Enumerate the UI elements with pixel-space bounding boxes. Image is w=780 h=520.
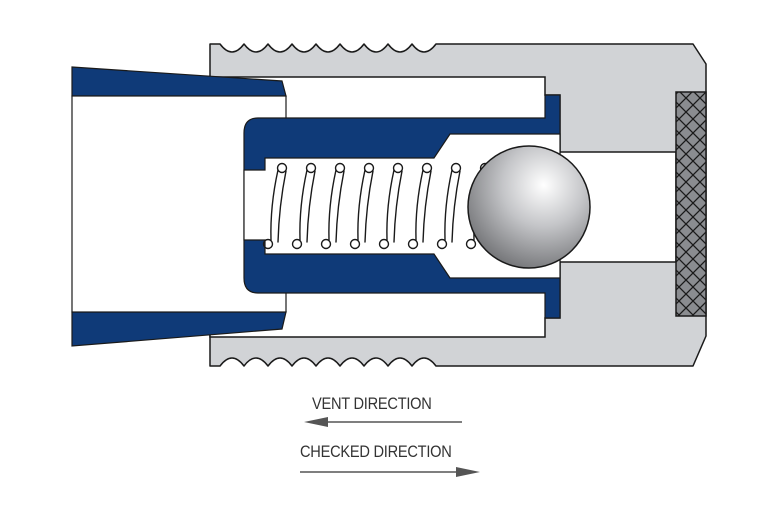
spring-coil-end — [291, 238, 303, 250]
spring-coil — [357, 169, 374, 243]
spring-coil-end — [378, 238, 390, 250]
arrow-right-icon — [300, 467, 480, 477]
spring-coil — [415, 169, 432, 243]
vent-direction-label: VENT DIRECTION — [312, 394, 432, 413]
spring-coil — [444, 169, 461, 243]
spring-coil-end — [392, 162, 404, 174]
spring-coil — [328, 169, 345, 243]
spring-coil-end — [363, 162, 375, 174]
spring-coil-end — [305, 162, 317, 174]
check-ball — [467, 145, 591, 269]
spring-coil-end — [436, 238, 448, 250]
spring-coil-end — [334, 162, 346, 174]
spring-coil-end — [421, 162, 433, 174]
arrow-left-icon — [304, 417, 462, 427]
spring-coil-end — [276, 162, 288, 174]
spring-coil — [386, 169, 403, 243]
filter-disc — [675, 91, 707, 317]
spring-coil-end — [262, 238, 274, 250]
spring-coil — [299, 169, 316, 243]
checked-direction-label: CHECKED DIRECTION — [300, 442, 452, 461]
spring-coil-end — [349, 238, 361, 250]
spring-coil-end — [450, 162, 462, 174]
spring-coil-end — [320, 238, 332, 250]
spring-coil-end — [407, 238, 419, 250]
spring-coil-end — [465, 238, 477, 250]
spring-coil — [270, 169, 287, 243]
